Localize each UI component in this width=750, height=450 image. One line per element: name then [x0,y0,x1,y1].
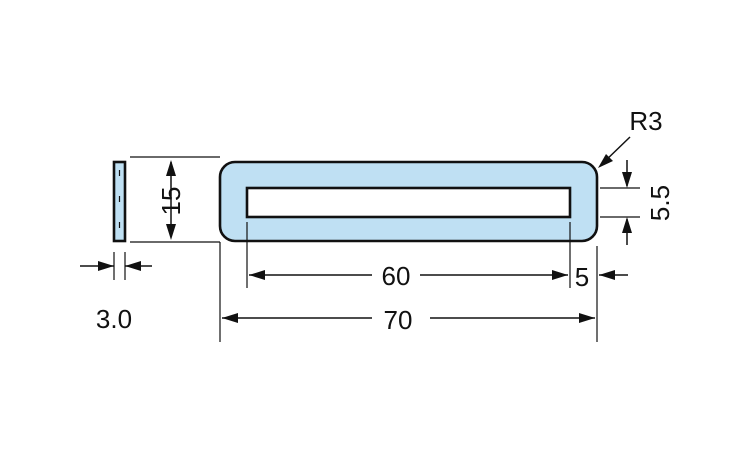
edge-offset-label: 5 [575,262,589,292]
slot-height-label: 5.5 [645,185,675,221]
corner-radius-callout: R3 [598,106,663,168]
overall-length-label: 70 [384,305,413,335]
height-label: 15 [156,187,186,216]
thickness-dimension: 3.0 [80,252,152,334]
thickness-label: 3.0 [96,304,132,334]
corner-radius-label: R3 [629,106,662,136]
slot-outline [245,186,572,219]
side-view [112,160,127,243]
edge-offset-dimension: 5 [575,262,628,292]
slot-height-dimension: 5.5 [622,160,675,245]
slot-length-label: 60 [382,261,411,291]
slot-length-dimension: 60 [249,261,568,291]
overall-length-dimension: 70 [222,305,595,335]
height-dimension: 15 [156,160,186,240]
front-view [218,160,599,243]
